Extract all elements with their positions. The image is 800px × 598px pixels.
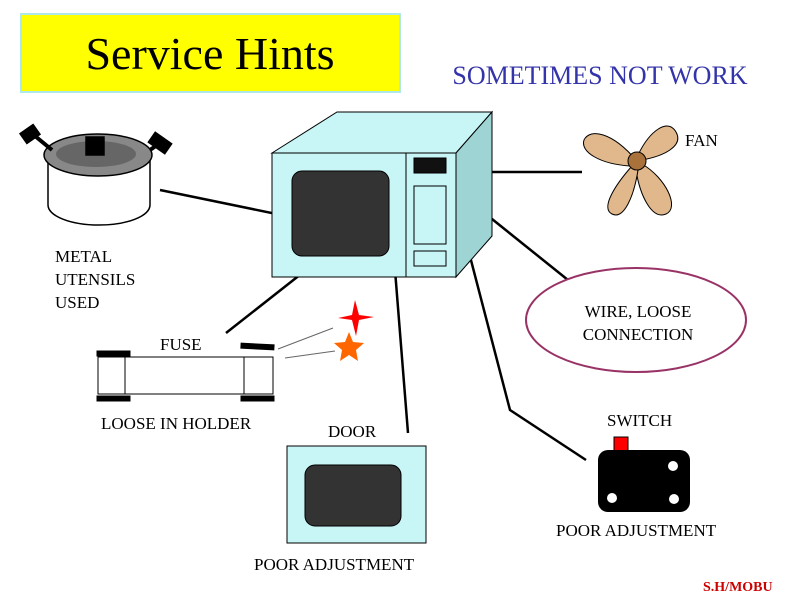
title-box: Service Hints: [20, 13, 401, 93]
switch-icon: [598, 436, 690, 512]
fan-blade-left: [583, 133, 637, 167]
door-icon: [286, 445, 427, 544]
loose-in-holder-label: LOOSE IN HOLDER: [101, 414, 252, 433]
switch-button: [613, 436, 629, 452]
spark-line-1: [277, 327, 334, 350]
fan-blade-bottom-right: [635, 163, 672, 216]
subtitle: SOMETIMES NOT WORK: [452, 61, 747, 90]
fan-blade-top: [637, 125, 679, 161]
pot-handle-left-stem: [33, 134, 54, 152]
switch-hole-left: [607, 493, 617, 503]
pot-lid-knob: [85, 136, 105, 156]
fuse-icon: [96, 327, 336, 402]
spark-orange-icon: [334, 332, 364, 361]
fuse-body: [97, 356, 274, 395]
metal-label-line-1: METAL: [55, 247, 112, 266]
line-wire: [481, 210, 569, 281]
microwave-button: [413, 250, 447, 267]
pot-icon: [18, 123, 173, 226]
microwave-display: [413, 157, 447, 174]
fuse-label: FUSE: [160, 335, 202, 354]
wire-callout-ellipse: [525, 267, 747, 373]
door-window: [304, 464, 402, 527]
metal-utensils-label: METAL UTENSILS USED: [55, 247, 135, 312]
fuse-clip-bottom-right: [240, 395, 275, 402]
microwave-oven: [270, 110, 494, 279]
pot-handle-left: [18, 123, 42, 145]
metal-label-line-2: UTENSILS: [55, 270, 135, 289]
spark-line-2: [284, 350, 336, 359]
title-background: [20, 13, 401, 93]
microwave-keypad: [413, 185, 447, 245]
page-title: Service Hints: [85, 28, 334, 79]
fan-blade-bottom-left: [607, 165, 639, 216]
fan-icon: [583, 125, 679, 216]
switch-hole-top: [668, 461, 678, 471]
pot-handle-right: [147, 131, 173, 155]
line-door: [393, 269, 410, 434]
switch-label: SWITCH: [607, 411, 672, 430]
microwave-window: [291, 170, 390, 257]
switch-body: [598, 450, 690, 512]
line-switch: [458, 217, 587, 462]
spark-red-icon: [338, 300, 374, 336]
fuse-clip-top-left: [96, 350, 131, 357]
credit-label: S.H/MOBU: [703, 580, 773, 595]
wire-label-line-2: CONNECTION: [583, 325, 694, 344]
wire-label-line-1: WIRE, LOOSE: [585, 302, 692, 321]
fan-hub: [627, 151, 647, 171]
fuse-clip-bottom-left: [96, 395, 131, 402]
fan-label: FAN: [685, 131, 718, 150]
metal-label-line-3: USED: [55, 293, 99, 312]
switch-hole-right: [669, 494, 679, 504]
fuse-clip-top-right: [240, 342, 275, 351]
switch-adjustment-label: POOR ADJUSTMENT: [556, 521, 717, 540]
door-label: DOOR: [328, 422, 377, 441]
door-adjustment-label: POOR ADJUSTMENT: [254, 555, 415, 574]
microwave-top: [270, 111, 494, 154]
